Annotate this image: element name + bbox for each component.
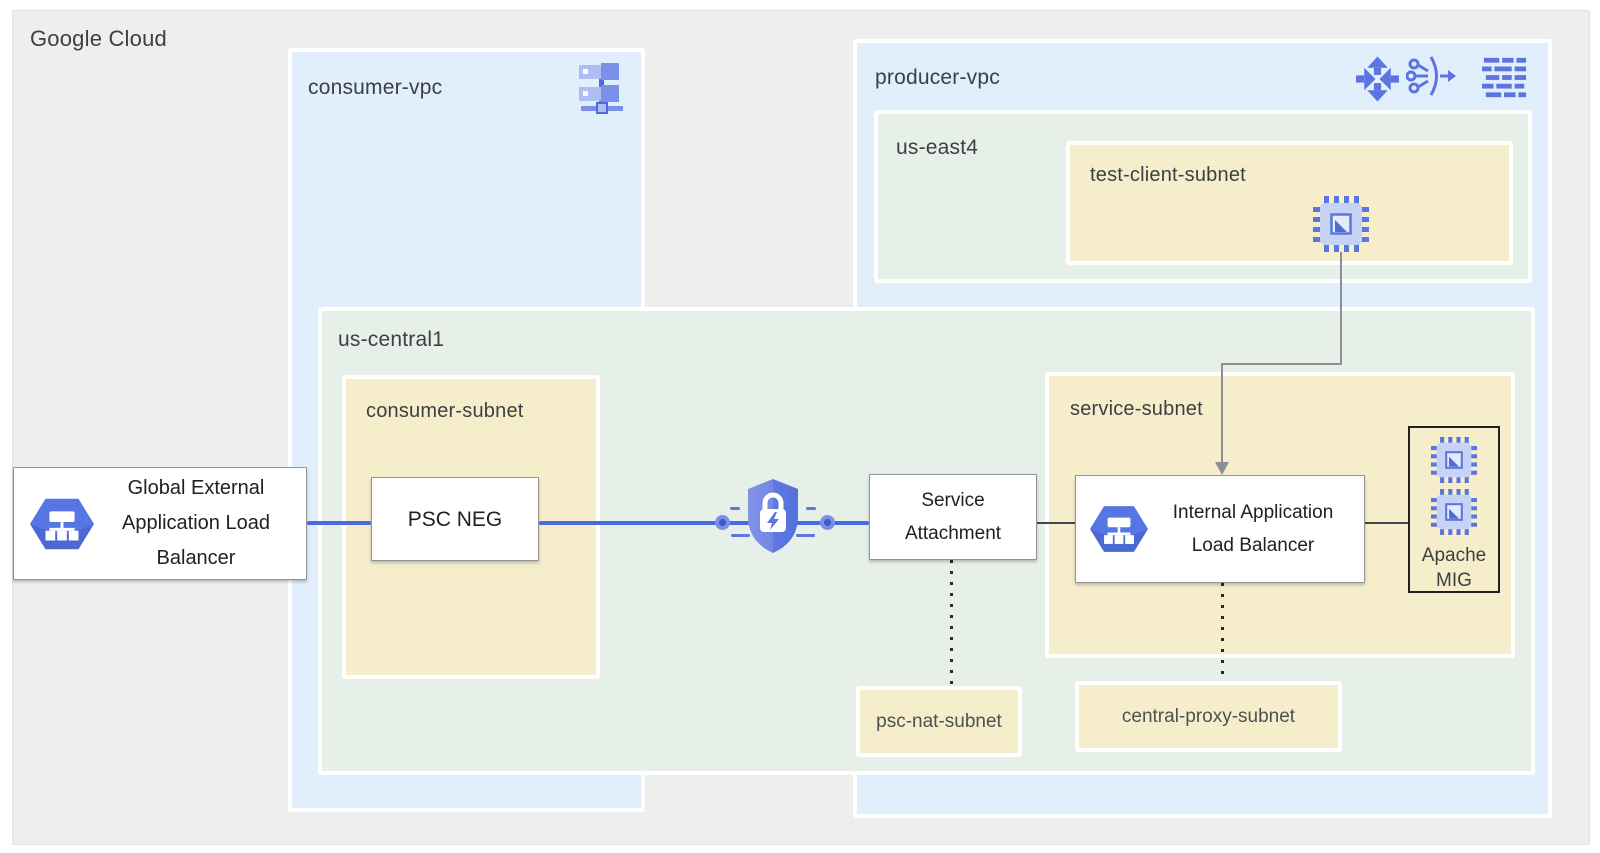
ilb-to-central-proxy-dotted-line <box>1221 583 1224 681</box>
client-arrow-segment-across <box>1221 363 1342 365</box>
global-external-alb-label-line1: Global External <box>127 477 265 499</box>
ilb-to-mig-line <box>1365 522 1408 524</box>
shield-dash-top-right <box>806 507 816 510</box>
vm-instance-icon <box>1431 489 1477 535</box>
client-arrow-segment-down <box>1340 252 1342 365</box>
internal-alb-label-line1: Internal Application <box>1172 502 1334 523</box>
vm-instance-icon <box>1313 196 1369 252</box>
service-attachment-label-line2: Attachment <box>904 523 1002 544</box>
psc-nat-subnet: psc-nat-subnet <box>856 686 1022 757</box>
apache-mig-label-line1: Apache <box>1421 545 1487 566</box>
apache-mig-group: Apache MIG <box>1408 426 1500 593</box>
global-external-alb-label-line3: Balancer <box>156 547 236 569</box>
shield-dash-bottom-right <box>796 534 815 537</box>
consumer-subnet-label: consumer-subnet <box>366 400 524 422</box>
psc-endpoint-dot-left <box>715 515 730 530</box>
global-external-alb-node: Global External Application Load Balance… <box>13 467 307 580</box>
client-arrow-segment-to-ilb <box>1221 363 1223 463</box>
central-proxy-subnet: central-proxy-subnet <box>1075 681 1342 752</box>
us-central1-label: us-central1 <box>338 328 445 351</box>
psc-security-icon <box>745 478 801 554</box>
producer-vpc-label: producer-vpc <box>875 66 1000 89</box>
psc-endpoint-dot-right <box>820 515 835 530</box>
cloud-nat-icon <box>1406 54 1456 98</box>
consumer-vpc-label: consumer-vpc <box>308 76 443 99</box>
test-client-subnet-label: test-client-subnet <box>1090 164 1246 186</box>
shield-dash-top-left <box>730 507 740 510</box>
google-cloud-label: Google Cloud <box>30 26 167 51</box>
central-proxy-subnet-label: central-proxy-subnet <box>1121 705 1296 727</box>
psc-connection-line-right <box>539 521 869 525</box>
client-arrow-head-icon <box>1215 462 1229 475</box>
load-balancer-icon <box>30 495 94 553</box>
shield-dash-bottom-left <box>731 534 750 537</box>
us-east4-label: us-east4 <box>896 136 979 159</box>
attachment-to-ilb-line <box>1037 522 1075 524</box>
internal-alb-label-line2: Load Balancer <box>1191 535 1315 556</box>
psc-nat-subnet-label: psc-nat-subnet <box>876 710 1002 732</box>
firewall-icon <box>1482 57 1528 99</box>
global-external-alb-label-line2: Application Load <box>122 512 270 534</box>
load-balancer-icon <box>1090 503 1148 555</box>
internal-alb-node: Internal Application Load Balancer <box>1075 475 1365 583</box>
psc-neg-label: PSC NEG <box>407 507 503 531</box>
psc-neg-node: PSC NEG <box>371 477 539 561</box>
apache-mig-label-line2: MIG <box>1436 570 1472 591</box>
service-subnet-label: service-subnet <box>1070 398 1203 420</box>
network-arrows-icon <box>1355 56 1400 102</box>
vpc-network-icon <box>575 62 629 114</box>
service-attachment-node: Service Attachment <box>869 474 1037 560</box>
service-attachment-label-line1: Service <box>921 490 985 511</box>
psc-connection-line-left <box>307 521 371 525</box>
attachment-to-psc-nat-dotted-line <box>950 560 953 686</box>
vm-instance-icon <box>1431 437 1477 483</box>
test-client-subnet <box>1066 141 1513 265</box>
